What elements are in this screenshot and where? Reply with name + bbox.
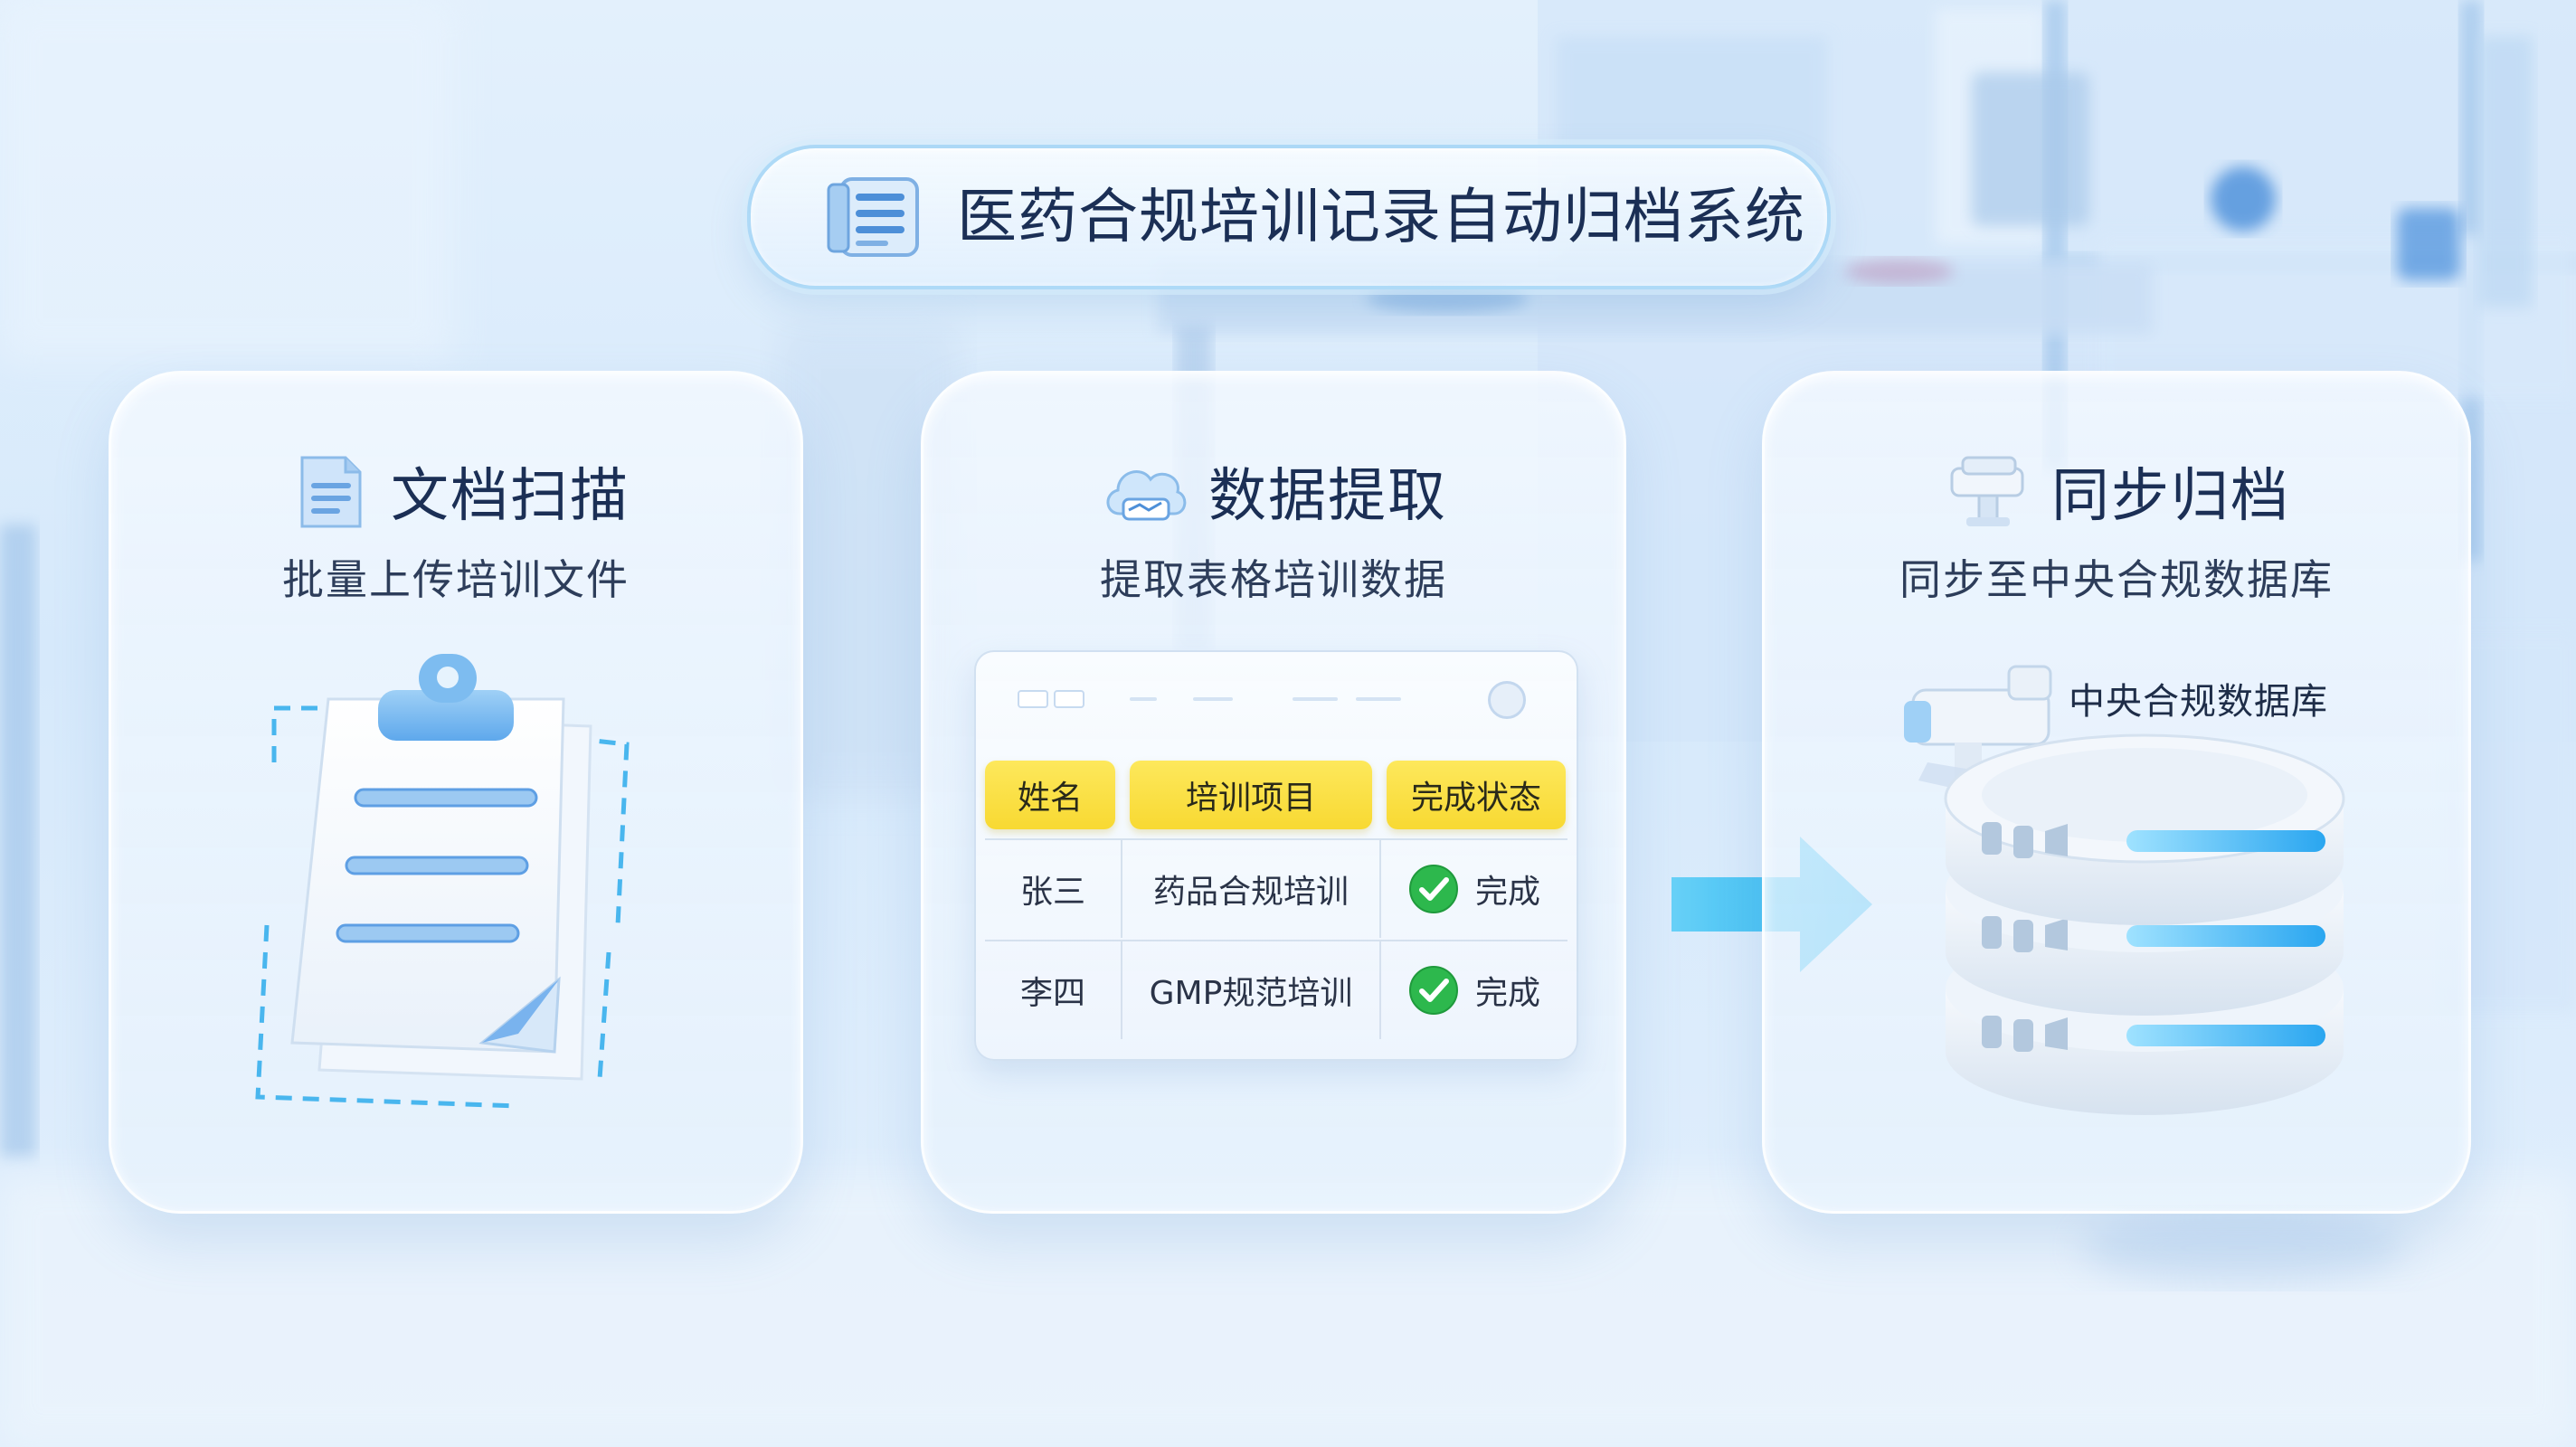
status-text: 完成 bbox=[1474, 975, 1540, 1012]
toolbar-line bbox=[1130, 697, 1157, 701]
table-cell: 李四 bbox=[985, 941, 1122, 1039]
table-row-divider bbox=[985, 838, 1567, 840]
clipboard-scan-icon bbox=[255, 654, 630, 1109]
toolbar-line bbox=[1356, 697, 1401, 701]
check-circle-icon bbox=[1408, 966, 1458, 1015]
database-label: 中央合规数据库 bbox=[2069, 681, 2328, 723]
document-icon bbox=[300, 456, 362, 528]
step-title: 同步归档 bbox=[2051, 463, 2290, 530]
toolbar-line bbox=[1293, 697, 1338, 701]
step-card-archive: 同步归档 同步至中央合规数据库 bbox=[1762, 371, 2471, 1214]
table-cell: 药品合规培训 bbox=[1122, 840, 1381, 938]
window-toolbar bbox=[976, 652, 1577, 752]
server-icon bbox=[1950, 456, 2024, 526]
document-list-icon bbox=[827, 177, 919, 257]
step-card-scan: 文档扫描 批量上传培训文件 bbox=[109, 371, 803, 1214]
title-banner: 医药合规培训记录自动归档系统 bbox=[747, 145, 1831, 289]
card-header: 同步归档 bbox=[1765, 446, 2468, 536]
data-table-window: 姓名 培训项目 完成状态 张三 药品合规培训 完成 李四 GMP规范培训 bbox=[974, 650, 1578, 1061]
table-header-name: 姓名 bbox=[985, 761, 1115, 829]
status-text: 完成 bbox=[1474, 874, 1540, 911]
step-subtitle: 提取表格培训数据 bbox=[1100, 555, 1447, 604]
table-cell-status: 完成 bbox=[1381, 840, 1567, 938]
check-circle-icon bbox=[1408, 865, 1458, 913]
step-subtitle: 同步至中央合规数据库 bbox=[1899, 555, 2334, 604]
step-card-extract: 数据提取 提取表格培训数据 姓名 培训项目 完成状态 张三 药品合规培训 bbox=[921, 371, 1626, 1214]
card-header: 数据提取 bbox=[923, 446, 1624, 536]
table-cell: GMP规范培训 bbox=[1122, 941, 1381, 1039]
card-header: 文档扫描 bbox=[111, 446, 800, 536]
cloud-data-icon bbox=[1106, 470, 1187, 521]
toolbar-dot bbox=[1018, 690, 1048, 708]
step-subtitle: 批量上传培训文件 bbox=[282, 555, 630, 604]
toolbar-dot bbox=[1054, 690, 1084, 708]
table-header-course: 培训项目 bbox=[1130, 761, 1372, 829]
database-stack-icon bbox=[1904, 665, 2345, 1115]
table-cell-status: 完成 bbox=[1381, 941, 1567, 1039]
toolbar-line bbox=[1193, 697, 1233, 701]
table-row-divider bbox=[985, 940, 1567, 941]
step-title: 数据提取 bbox=[1208, 463, 1447, 530]
table-cell: 张三 bbox=[985, 840, 1122, 938]
step-title: 文档扫描 bbox=[391, 463, 630, 530]
table-header-status: 完成状态 bbox=[1387, 761, 1566, 829]
page-title: 医药合规培训记录自动归档系统 bbox=[957, 182, 1805, 251]
window-control-icon[interactable] bbox=[1488, 681, 1526, 719]
